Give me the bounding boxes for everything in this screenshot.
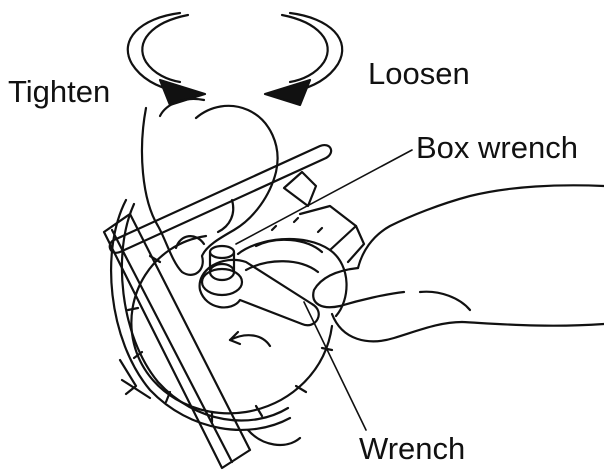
wrench-leader-line: [303, 301, 367, 431]
spindle-bolt: [200, 244, 244, 297]
left-hand: [140, 97, 279, 276]
loosen-label: Loosen: [368, 56, 470, 91]
motor-housing: [236, 170, 366, 446]
saw-blade: [126, 234, 334, 424]
tighten-rotation-arrow: [126, 11, 207, 107]
leader-lines: [235, 149, 413, 431]
box-wrench: [108, 144, 333, 254]
box-wrench-label: Box wrench: [416, 130, 578, 165]
loosen-rotation-arrow: [263, 11, 344, 107]
tighten-label: Tighten: [8, 74, 111, 109]
wrench-label: Wrench: [359, 431, 466, 466]
box-wrench-leader-line: [235, 149, 413, 245]
saw-base-plate: [102, 212, 252, 470]
right-hand: [312, 184, 604, 343]
open-wrench: [198, 258, 320, 327]
blade-guard: [110, 198, 292, 431]
